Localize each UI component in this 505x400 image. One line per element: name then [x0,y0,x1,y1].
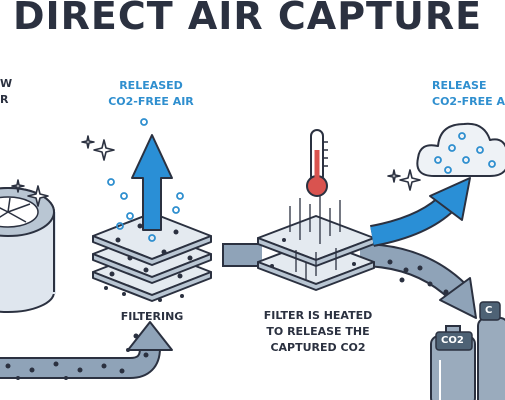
heated-line-2: TO RELEASE THE [266,325,370,338]
page-title: DIRECT AIR CAPTURE [12,0,483,38]
released-air-2-line-2: CO2-FREE A [432,95,505,108]
captured-co2-particles [104,223,193,302]
co2-tank-label-2: C [485,305,493,316]
air-intake-arrow [0,321,173,379]
left-partial-label: W R [0,76,12,108]
released-air-line-2: CO2-FREE AIR [108,95,194,108]
sparkle-icon [11,179,49,207]
cloud-air-particles [434,132,496,174]
co2-tank-icon [430,325,476,400]
released-air-arrow-2 [369,177,471,247]
left-partial-line-2: R [0,93,9,106]
heated-line-3: CAPTURED CO2 [270,341,366,354]
process-flow-arrow [222,243,477,319]
co2-tank-label: CO2 [441,335,464,346]
left-partial-line-1: W [0,77,13,90]
air-particles [107,118,184,242]
released-air-2-line-1: RELEASE [432,79,487,92]
sparkle-icon [81,135,115,161]
co2-tank-icon-2 [477,301,505,400]
filtering-label: FILTERING [120,310,184,323]
released-air-label-2: RELEASE CO2-FREE A [432,78,505,110]
released-air-label: RELEASED CO2-FREE AIR [96,78,206,110]
co2-particles-flow [387,259,449,295]
released-air-line-1: RELEASED [119,79,183,92]
co2-particles-heated [270,238,356,268]
thermometer-icon [306,129,328,197]
co2-particles-intake [5,333,149,380]
heat-lines [289,196,341,280]
fan-icon [0,187,56,313]
sparkle-icon [387,169,421,191]
released-air-arrow [131,134,173,231]
cloud-icon [416,122,505,177]
heated-line-1: FILTER IS HEATED [263,309,373,322]
heated-filter-label: FILTER IS HEATED TO RELEASE THE CAPTURED… [248,308,388,356]
